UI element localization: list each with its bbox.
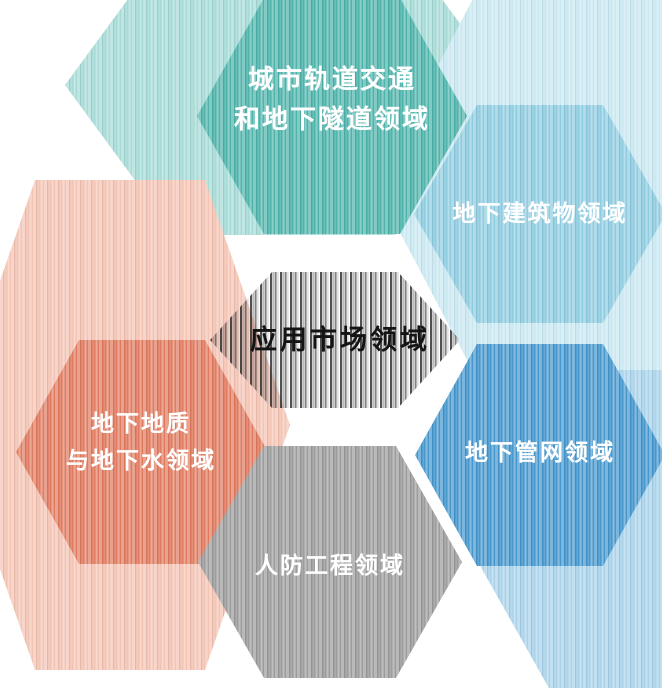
hexagon-civil-defense	[198, 446, 462, 678]
hexagon-underground-buildings	[414, 105, 662, 323]
hexagon-underground-pipes	[415, 344, 662, 566]
hexagon-geology-groundwater	[16, 340, 268, 564]
hexagon-urban-rail	[197, 0, 467, 234]
center-smudge	[210, 272, 460, 408]
